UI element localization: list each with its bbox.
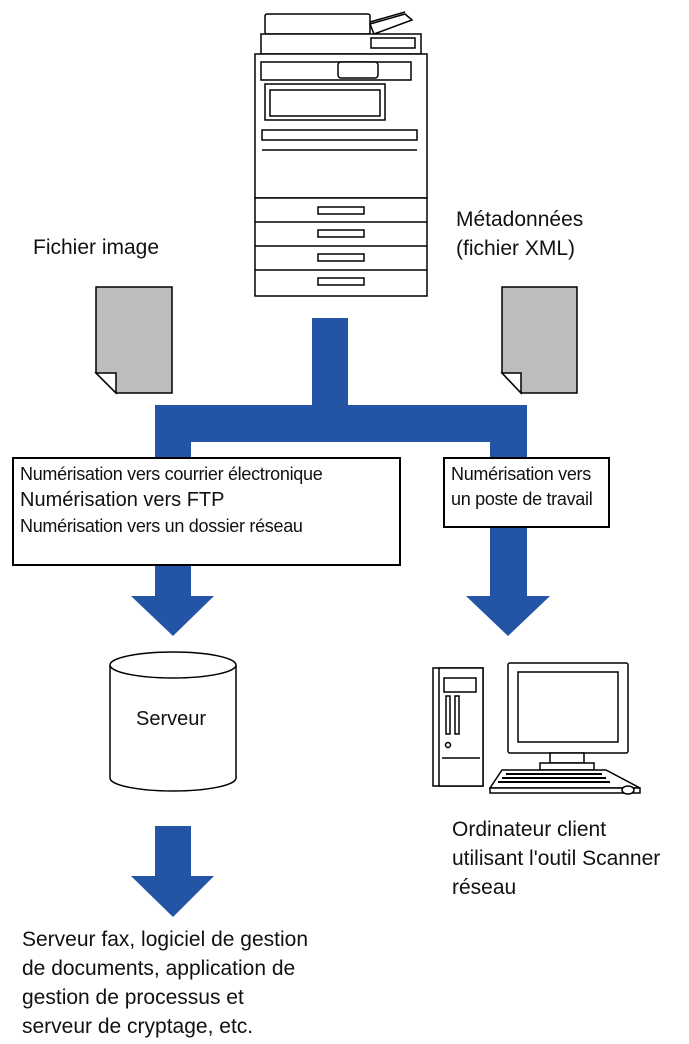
document-icon: [94, 286, 173, 395]
bottom-label-line: Serveur fax, logiciel de gestion: [22, 928, 308, 951]
right-scan-destination-box: Numérisation vers un poste de travail: [443, 457, 610, 528]
document-icon: [500, 286, 578, 395]
connector-lines: [155, 318, 527, 555]
metadata-label: Métadonnées (fichier XML): [456, 206, 583, 264]
bottom-label-line: serveur de cryptage, etc.: [22, 1014, 254, 1038]
down-arrow-icon: [466, 540, 550, 636]
scan-to-email-label: Numérisation vers courrier électronique: [20, 464, 323, 484]
server-cylinder-icon: [109, 651, 237, 792]
server-label: Serveur: [136, 708, 207, 730]
bottom-label-line: gestion de processus et: [22, 985, 244, 1009]
desktop-computer-icon: [432, 662, 641, 795]
client-label-line: Ordinateur client: [452, 818, 607, 841]
down-arrow-icon: [131, 826, 214, 917]
client-label-line: réseau: [452, 875, 517, 899]
left-scan-destinations-box: Numérisation vers courrier électronique …: [12, 457, 401, 566]
image-file-label: Fichier image: [33, 236, 160, 259]
scan-to-network-folder-label: Numérisation vers un dossier réseau: [20, 516, 303, 537]
client-label-line: utilisant l'outil Scanner: [452, 846, 661, 870]
metadata-label-line: Métadonnées: [456, 208, 584, 231]
scan-to-desktop-label-line: un poste de travail: [451, 488, 593, 509]
bottom-description-label: Serveur fax, logiciel de gestion de docu…: [22, 926, 308, 1042]
printer-icon: [254, 11, 428, 297]
scan-to-ftp-label: Numérisation vers FTP: [20, 488, 225, 511]
metadata-label-line: (fichier XML): [456, 236, 576, 260]
bottom-label-line: de documents, application de: [22, 956, 296, 980]
client-computer-label: Ordinateur client utilisant l'outil Scan…: [452, 816, 660, 903]
scan-to-desktop-label-line: Numérisation vers: [451, 464, 591, 484]
